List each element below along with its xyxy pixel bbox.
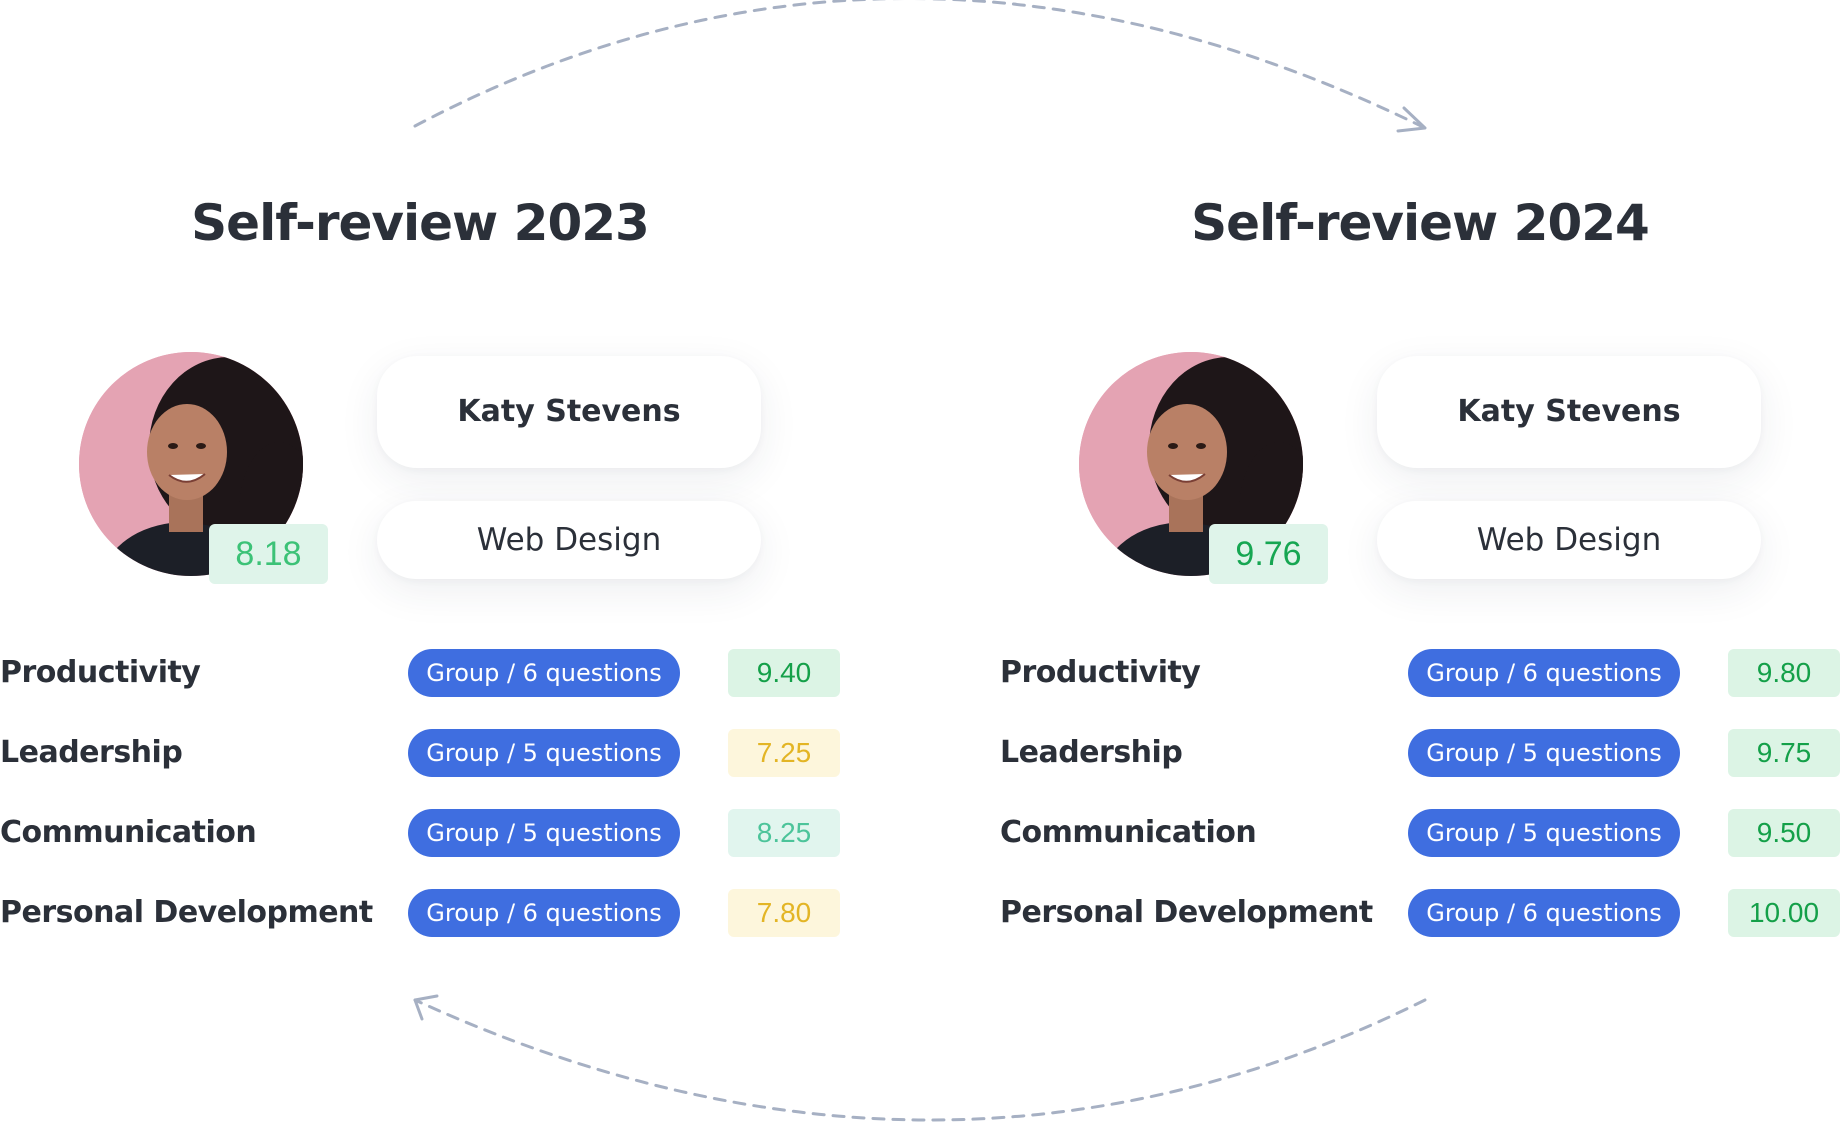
category-row-productivity: Productivity Group / 6 questions 9.40 bbox=[0, 649, 840, 697]
category-row-communication: Communication Group / 5 questions 8.25 bbox=[0, 809, 840, 857]
group-questions-badge[interactable]: Group / 5 questions bbox=[408, 729, 680, 777]
group-questions-badge[interactable]: Group / 5 questions bbox=[1408, 809, 1680, 857]
category-name: Communication bbox=[0, 815, 257, 850]
panel-title: Self-review 2024 bbox=[1191, 194, 1650, 252]
overall-score-badge: 9.76 bbox=[1209, 524, 1328, 584]
employee-name-card: Katy Stevens bbox=[1377, 356, 1761, 468]
avatar bbox=[1079, 352, 1303, 576]
panel-title: Self-review 2023 bbox=[191, 194, 650, 252]
avatar-group: 9.76 bbox=[1079, 352, 1328, 584]
category-row-communication: Communication Group / 5 questions 9.50 bbox=[1000, 809, 1840, 857]
category-name: Communication bbox=[1000, 815, 1257, 850]
profile-photo-icon bbox=[1079, 352, 1303, 576]
category-row-leadership: Leadership Group / 5 questions 9.75 bbox=[1000, 729, 1840, 777]
self-review-panel-2023: Self-review 2023 8.18 Katy Stevens Web D… bbox=[0, 0, 920, 1127]
department-card: Web Design bbox=[1377, 501, 1761, 579]
category-row-personal-development: Personal Development Group / 6 questions… bbox=[0, 889, 840, 937]
overall-score-badge: 8.18 bbox=[209, 524, 328, 584]
group-questions-badge[interactable]: Group / 6 questions bbox=[1408, 889, 1680, 937]
category-name: Productivity bbox=[0, 655, 201, 690]
category-score-badge: 9.75 bbox=[1728, 729, 1840, 777]
category-row-leadership: Leadership Group / 5 questions 7.25 bbox=[0, 729, 840, 777]
category-score-badge: 8.25 bbox=[728, 809, 840, 857]
top-cycle-arrow-icon bbox=[413, 0, 1427, 133]
category-name: Productivity bbox=[1000, 655, 1201, 690]
category-name: Personal Development bbox=[0, 895, 373, 930]
category-score-badge: 7.80 bbox=[728, 889, 840, 937]
employee-name-card: Katy Stevens bbox=[377, 356, 761, 468]
category-row-productivity: Productivity Group / 6 questions 9.80 bbox=[1000, 649, 1840, 697]
department-card: Web Design bbox=[377, 501, 761, 579]
group-questions-badge[interactable]: Group / 5 questions bbox=[408, 809, 680, 857]
category-score-badge: 10.00 bbox=[1728, 889, 1840, 937]
group-questions-badge[interactable]: Group / 6 questions bbox=[408, 649, 680, 697]
self-review-panel-2024: Self-review 2024 9.76 Katy Stevens Web D… bbox=[1000, 0, 1841, 1127]
category-score-badge: 9.50 bbox=[1728, 809, 1840, 857]
category-score-badge: 7.25 bbox=[728, 729, 840, 777]
category-name: Personal Development bbox=[1000, 895, 1373, 930]
group-questions-badge[interactable]: Group / 6 questions bbox=[408, 889, 680, 937]
category-score-badge: 9.80 bbox=[1728, 649, 1840, 697]
category-name: Leadership bbox=[0, 735, 183, 770]
bottom-cycle-arrow-icon bbox=[413, 994, 1427, 1122]
group-questions-badge[interactable]: Group / 6 questions bbox=[1408, 649, 1680, 697]
category-name: Leadership bbox=[1000, 735, 1183, 770]
group-questions-badge[interactable]: Group / 5 questions bbox=[1408, 729, 1680, 777]
category-score-badge: 9.40 bbox=[728, 649, 840, 697]
category-row-personal-development: Personal Development Group / 6 questions… bbox=[1000, 889, 1840, 937]
avatar-group: 8.18 bbox=[79, 352, 328, 584]
